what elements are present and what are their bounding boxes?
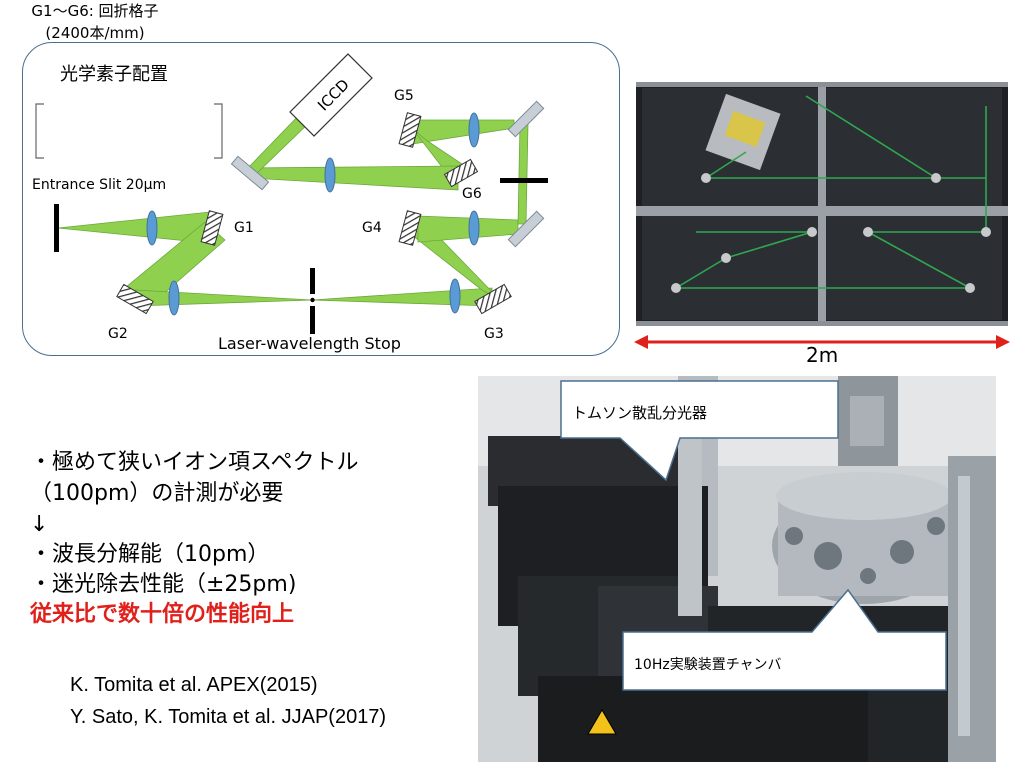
spectrometer-photo-art <box>636 82 1008 326</box>
stop-bar-lower <box>310 306 315 334</box>
grating-g2 <box>116 283 154 315</box>
beam-g2-stop <box>134 289 313 307</box>
grating-legend: G1～G6: 回折格子 (2400本/mm) <box>0 0 190 44</box>
lens-3 <box>449 278 461 314</box>
reference-2: Y. Sato, K. Tomita et al. JJAP(2017) <box>70 706 387 728</box>
callout-chamber: 10Hz実験装置チャンバ <box>634 657 782 673</box>
label-g5: G5 <box>394 88 414 104</box>
mirror-bottom-right <box>507 210 545 248</box>
beam-g4-mirror <box>417 215 519 243</box>
legend-bracket-right <box>214 103 223 159</box>
mirror-top-right <box>507 100 545 138</box>
stop-label: Laser-wavelength Stop <box>218 334 401 353</box>
label-g2: G2 <box>108 326 128 342</box>
callout-spectrometer-shape <box>560 380 839 482</box>
scale-label: 2m <box>806 343 839 367</box>
entrance-slit-label: Entrance Slit 20μm <box>32 177 167 193</box>
scale-arrow <box>634 335 1010 349</box>
note-highlight: 従来比で数十倍の性能向上 <box>30 602 295 627</box>
note-line-2: （100pm）の計測が必要 <box>30 481 284 506</box>
label-g3: G3 <box>484 326 504 342</box>
stop-bar-upper <box>310 268 315 294</box>
note-line-4: ・波長分解能（10pm） <box>30 542 270 567</box>
grating-g5 <box>398 112 422 148</box>
lens-2 <box>168 280 180 316</box>
label-g6: G6 <box>462 186 482 202</box>
note-line-1: ・極めて狭いイオン項スペクトル <box>30 450 359 475</box>
optical-diagram <box>35 53 548 334</box>
spectrometer-photo <box>636 82 1008 326</box>
legend-line-2: (2400本/mm) <box>45 24 145 42</box>
lens-1 <box>146 210 158 246</box>
lens-6 <box>324 157 336 193</box>
diagram-title: 光学素子配置 <box>60 64 168 85</box>
note-arrow: ↓ <box>30 512 49 537</box>
beam-vertical-right <box>517 123 529 225</box>
optical-layout-panel <box>22 42 620 356</box>
callout-spectrometer: トムソン散乱分光器 <box>572 404 708 422</box>
entrance-slit-bar <box>54 204 59 252</box>
lab-setup-photo <box>478 376 996 762</box>
grating-g3 <box>474 283 512 315</box>
legend-bracket-left <box>35 103 44 159</box>
label-g1: G1 <box>234 220 254 236</box>
note-line-5: ・迷光除去性能（±25pm) <box>30 572 297 597</box>
mirror-left <box>230 155 270 191</box>
label-g4: G4 <box>362 220 382 236</box>
reference-1: K. Tomita et al. APEX(2015) <box>70 674 318 696</box>
right-stop-bar <box>500 178 548 183</box>
lens-4 <box>468 210 480 246</box>
beam-stop-g3 <box>311 287 493 307</box>
callout-chamber-shape <box>622 588 947 691</box>
beam-g6-mirror <box>249 165 459 191</box>
lens-5 <box>468 112 480 148</box>
grating-g4 <box>398 210 422 246</box>
grating-g1 <box>200 210 224 246</box>
grating-g6 <box>443 158 479 188</box>
stop-focus-point <box>310 297 315 303</box>
iccd-detector <box>289 53 373 137</box>
legend-line-1: G1～G6: 回折格子 <box>31 2 159 20</box>
lab-setup-photo-art <box>478 376 996 762</box>
